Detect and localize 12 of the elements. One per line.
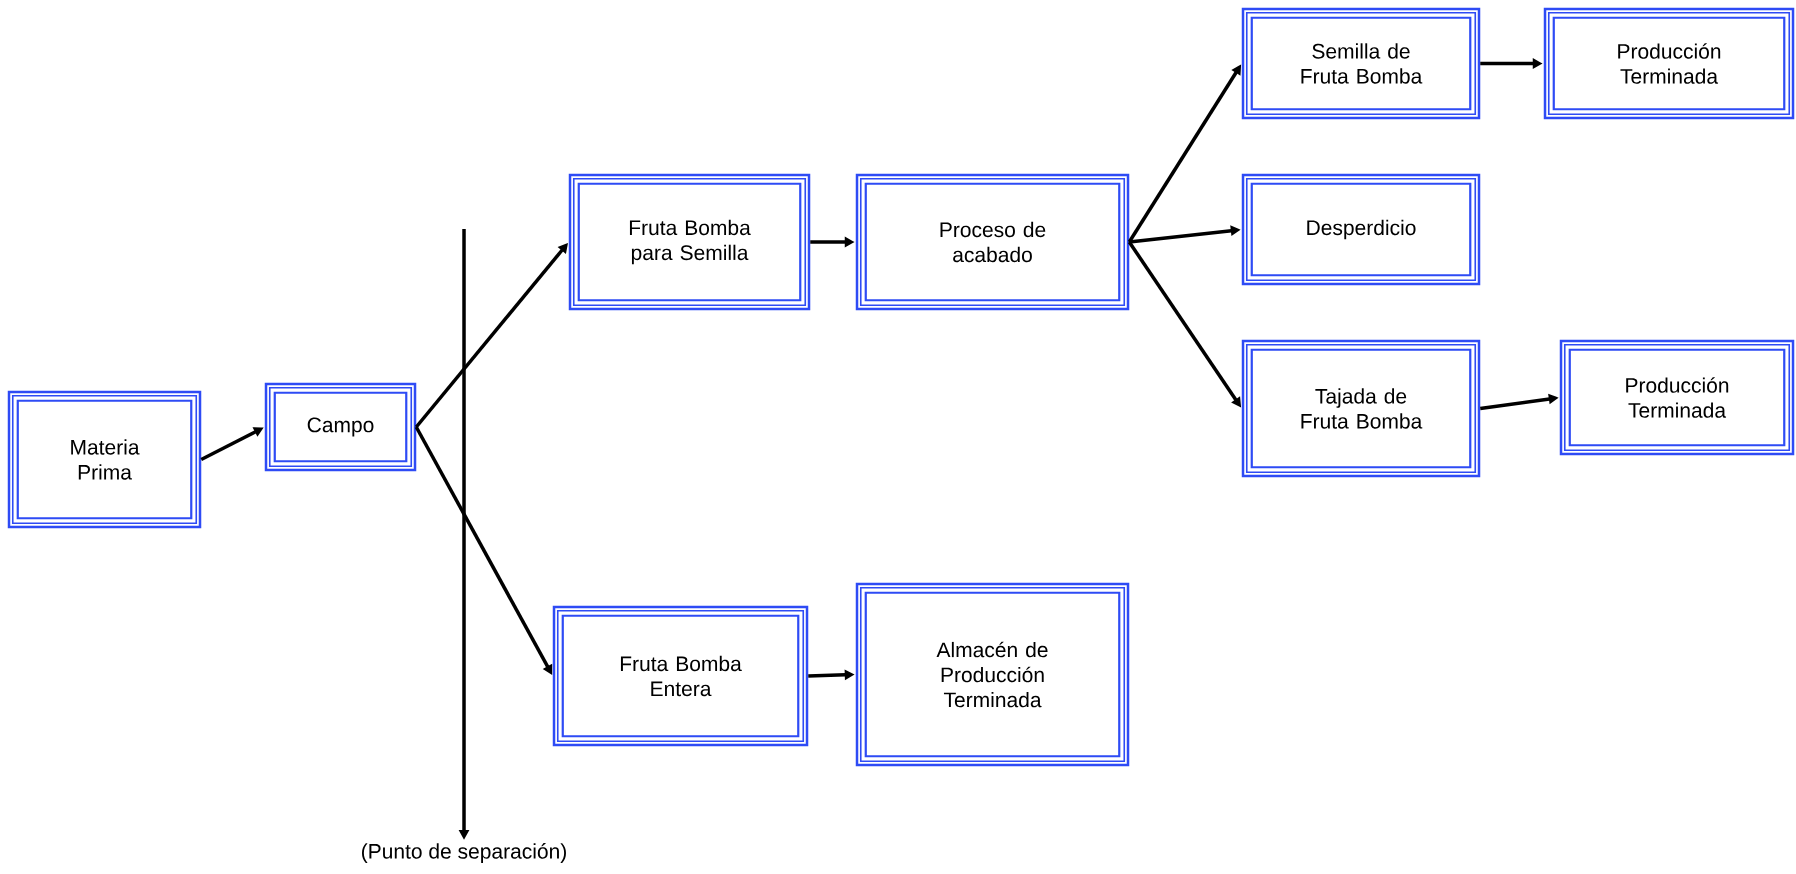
process-box: Desperdicio xyxy=(1241,173,1481,286)
process-box: Fruta Bomba para Semilla xyxy=(568,173,811,311)
process-box: Producción Terminada xyxy=(1559,339,1795,456)
process-box: Producción Terminada xyxy=(1543,7,1795,120)
process-box: Semilla de Fruta Bomba xyxy=(1241,7,1481,120)
split-point-label: (Punto de separación) xyxy=(362,843,566,863)
process-box: Campo xyxy=(264,382,417,472)
process-box: Materia Prima xyxy=(7,390,202,529)
process-box: Proceso de acabado xyxy=(855,173,1130,311)
process-box: Fruta Bomba Entera xyxy=(552,605,809,747)
process-box: Tajada de Fruta Bomba xyxy=(1241,339,1481,478)
process-box: Almacén de Producción Terminada xyxy=(855,582,1130,767)
